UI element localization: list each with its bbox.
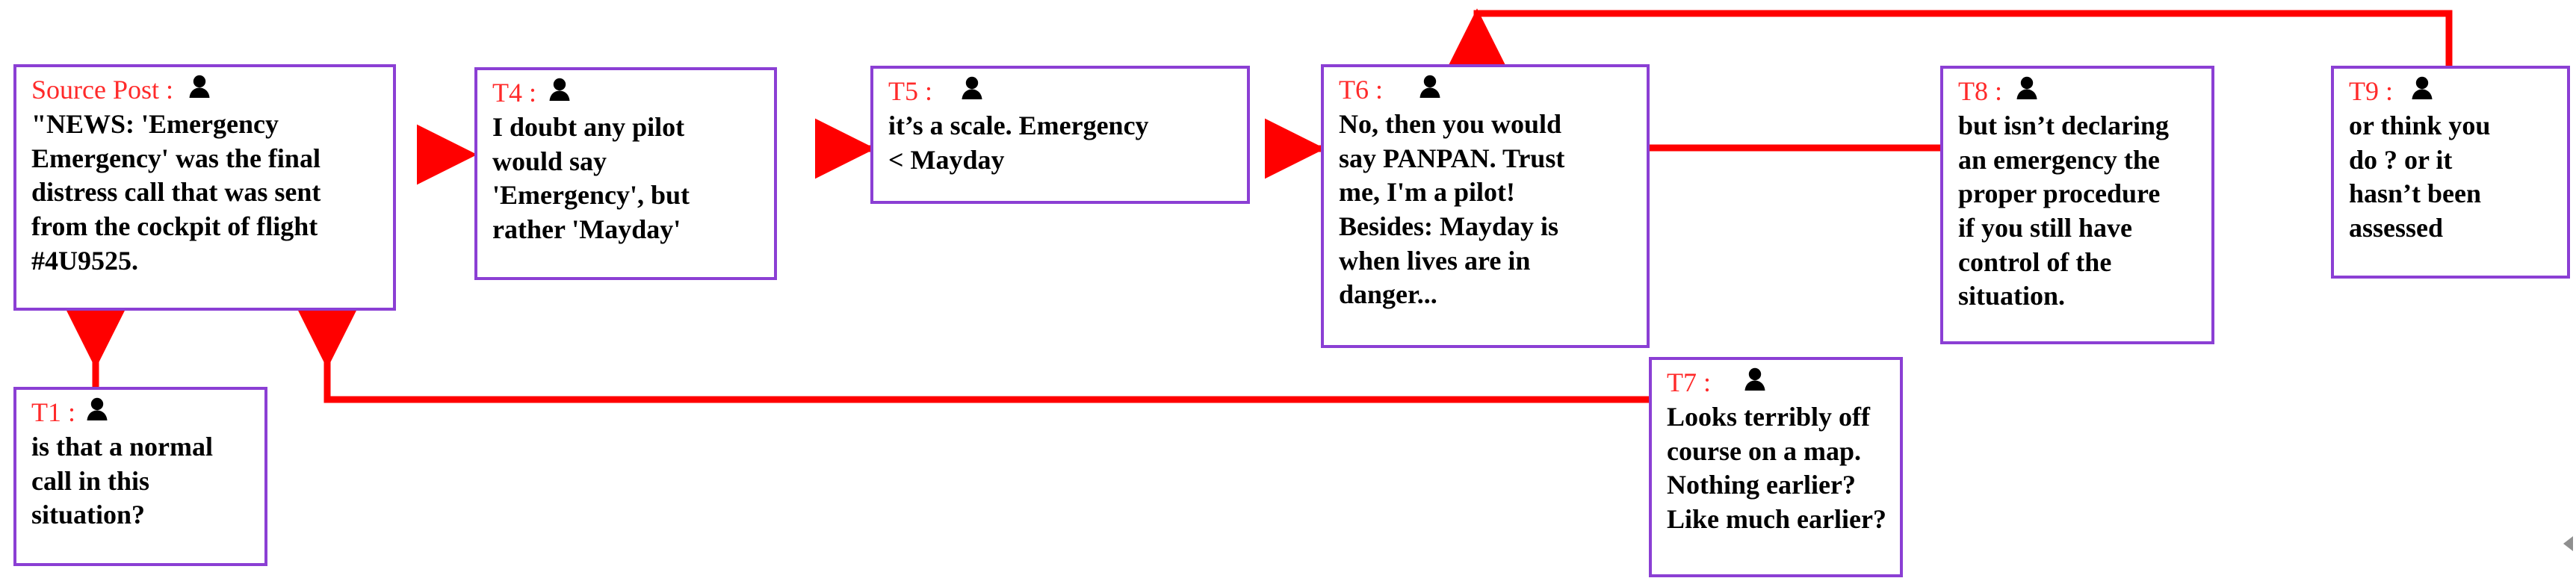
node-source-post-label: Source Post : — [31, 75, 174, 105]
node-source-post-header: Source Post : — [31, 73, 381, 105]
node-t7-label: T7 : — [1667, 367, 1711, 397]
user-avatar-icon — [1417, 73, 1443, 99]
user-avatar-icon — [1742, 366, 1768, 391]
node-t9-text: or think you do ? or it hasn’t been asse… — [2349, 110, 2491, 243]
node-t4-text: I doubt any pilot would say 'Emergency',… — [492, 111, 690, 244]
play-triangle-icon — [2563, 536, 2573, 551]
node-t9[interactable]: T9 : or think you do ? or it hasn’t been… — [2331, 66, 2570, 279]
node-t6-header: T6 : — [1339, 73, 1635, 105]
node-t4[interactable]: T4 : I doubt any pilot would say 'Emerge… — [474, 67, 777, 280]
node-source-post-text: "NEWS: 'Emergency Emergency' was the fin… — [31, 108, 321, 276]
edge-t9-to-t6 — [1446, 8, 2453, 69]
node-t5-text: it’s a scale. Emergency < Mayday — [888, 110, 1149, 175]
node-t8[interactable]: T8 : but isn’t declaring an emergency th… — [1940, 66, 2214, 344]
node-t9-header: T9 : — [2349, 75, 2555, 106]
node-t5[interactable]: T5 : it’s a scale. Emergency < Mayday — [870, 66, 1250, 204]
node-t1[interactable]: T1 : is that a normal call in this situa… — [13, 387, 267, 566]
user-avatar-icon — [2014, 75, 2040, 100]
node-t8-label: T8 : — [1958, 76, 2002, 106]
node-t5-header: T5 : — [888, 75, 1235, 106]
user-avatar-icon — [959, 75, 985, 100]
node-t4-label: T4 : — [492, 78, 536, 108]
node-t7[interactable]: T7 : Looks terribly off course on a map.… — [1649, 357, 1903, 577]
node-t7-header: T7 : — [1667, 366, 1888, 397]
node-t6[interactable]: T6 : No, then you would say PANPAN. Trus… — [1321, 64, 1650, 348]
node-t1-text: is that a normal call in this situation? — [31, 431, 213, 530]
user-avatar-icon — [2409, 75, 2435, 100]
user-avatar-icon — [84, 396, 110, 421]
node-t1-label: T1 : — [31, 397, 75, 427]
node-t6-text: No, then you would say PANPAN. Trust me,… — [1339, 108, 1565, 310]
node-t6-label: T6 : — [1339, 75, 1383, 105]
node-t5-label: T5 : — [888, 76, 932, 106]
node-t1-header: T1 : — [31, 396, 253, 427]
node-source-post[interactable]: Source Post : "NEWS: 'Emergency Emergenc… — [13, 64, 396, 311]
user-avatar-icon — [547, 76, 572, 102]
node-t7-text: Looks terribly off course on a map. Noth… — [1667, 401, 1886, 534]
node-t8-header: T8 : — [1958, 75, 2199, 106]
node-t4-header: T4 : — [492, 76, 762, 108]
user-avatar-icon — [187, 73, 212, 99]
node-t9-label: T9 : — [2349, 76, 2393, 106]
node-t8-text: but isn’t declaring an emergency the pro… — [1958, 110, 2170, 311]
